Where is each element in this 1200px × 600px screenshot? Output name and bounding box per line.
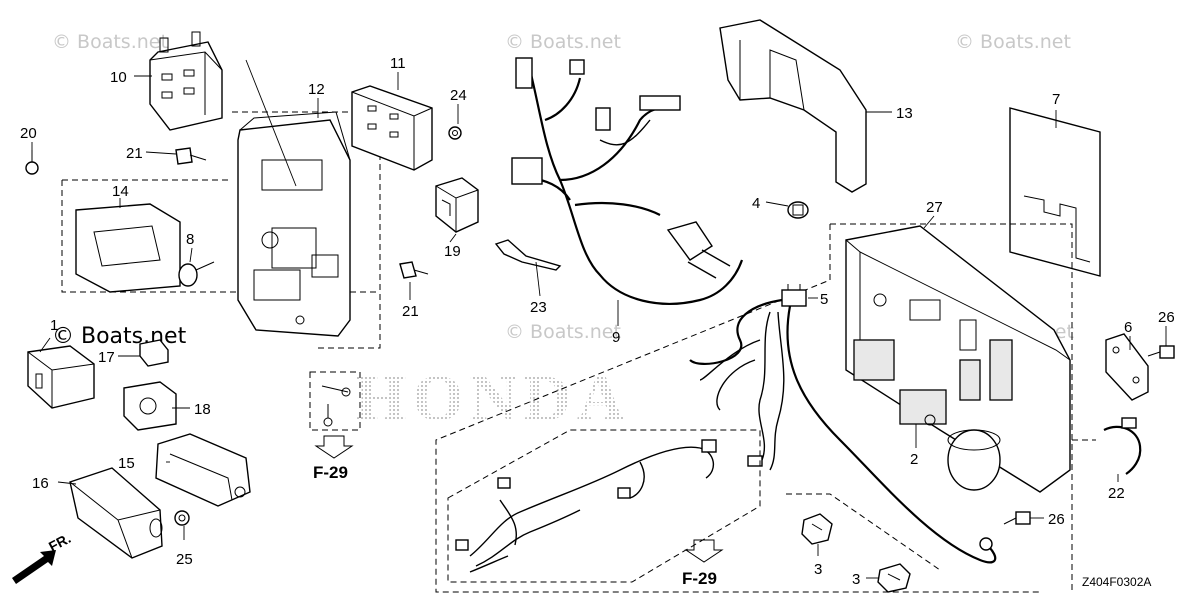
callout-number: 2 (910, 451, 918, 468)
callout-number: 3 (852, 571, 860, 588)
callout-number: 27 (926, 199, 943, 216)
gasket-part-14 (75, 203, 181, 293)
knob-part-8 (178, 261, 215, 287)
screw-part-26 (1003, 511, 1031, 525)
reference-label: F-29 (313, 463, 348, 482)
callout-number: 14 (112, 183, 129, 200)
callout-number: 13 (896, 105, 913, 122)
grommet-part-3 (801, 513, 833, 545)
bracket-part-6 (1105, 333, 1149, 401)
front-arrow-icon (12, 550, 56, 584)
leader-lines (31, 59, 1167, 579)
callout-number: 5 (820, 291, 828, 308)
callout-numbers: 1 2 3 3 4 5 6 7 8 9 10 11 12 13 14 15 16… (20, 55, 1175, 588)
callout-number: 8 (186, 231, 194, 248)
brand-watermark: HONDA (355, 362, 631, 435)
cover-part-13 (719, 19, 867, 193)
watermark-text: © Boats.net (505, 31, 621, 53)
callout-number: 16 (32, 475, 49, 492)
outlet-part-10 (149, 31, 223, 131)
inverter-wires (689, 298, 997, 564)
label-part-7 (1009, 107, 1101, 277)
callout-number: 7 (1052, 91, 1060, 108)
callout-number: 18 (194, 401, 211, 418)
diagram-code: Z404F0302A (1082, 575, 1151, 589)
panel-part-12 (237, 111, 351, 337)
watermark-text: © Boats.net (52, 31, 168, 53)
callout-number: 6 (1124, 319, 1132, 336)
switch-part-1 (27, 345, 95, 409)
group-outline (786, 493, 941, 571)
reference-label: F-29 (682, 569, 717, 588)
nut-part-25 (174, 510, 190, 526)
callout-number: 1 (50, 317, 58, 334)
callout-number: 24 (450, 87, 467, 104)
callout-number: 25 (176, 551, 193, 568)
callout-number: 12 (308, 81, 325, 98)
callout-number: 26 (1158, 309, 1175, 326)
callout-number: 19 (444, 243, 461, 260)
grommet-part-3 (877, 563, 911, 593)
breaker-part-17 (139, 339, 169, 367)
cable-tie-part-23 (494, 239, 562, 271)
callout-number: 17 (98, 349, 115, 366)
group-outline (232, 111, 381, 349)
screw-part-21 (399, 261, 429, 279)
nut-part-24 (448, 126, 462, 140)
socket-part-18 (123, 381, 177, 431)
callout-number: 15 (118, 455, 135, 472)
callout-number: 21 (126, 145, 143, 162)
cover-part-15 (155, 433, 251, 507)
group-outline (830, 223, 1073, 334)
watermark-text: © Boats.net (505, 321, 621, 343)
outlet-part-11 (351, 85, 433, 171)
callout-number: 4 (752, 195, 760, 212)
inverter-unit-part-27 (845, 225, 1071, 493)
watermark-text: © Boats.net (52, 324, 187, 349)
screw-part-26 (1147, 345, 1175, 359)
callout-number: 3 (814, 561, 822, 578)
callout-number: 11 (390, 55, 406, 72)
callout-number: 26 (1048, 511, 1065, 528)
reference-arrow-icon (314, 435, 354, 459)
sub-harness (455, 439, 717, 573)
clamp-part-22 (1103, 417, 1142, 475)
callout-number: 21 (402, 303, 419, 320)
connector-part-5 (781, 284, 807, 307)
group-outline (447, 429, 761, 583)
group-outline (1071, 334, 1096, 592)
callout-number: 22 (1108, 485, 1125, 502)
grommet-part-4 (787, 201, 809, 219)
ground-screw (309, 371, 361, 431)
cover-part-16 (69, 467, 163, 559)
callout-number: 23 (530, 299, 547, 316)
callout-number: 20 (20, 125, 37, 142)
clip-part-19 (435, 177, 479, 233)
watermark-text: © Boats.net (955, 31, 1071, 53)
group-outline (435, 224, 1040, 593)
callout-number: 9 (612, 329, 620, 346)
reference-arrow-icon (684, 539, 724, 563)
screw-part-21 (175, 147, 207, 165)
wire-harness-part-9 (511, 57, 744, 305)
callout-number: 10 (110, 69, 127, 86)
